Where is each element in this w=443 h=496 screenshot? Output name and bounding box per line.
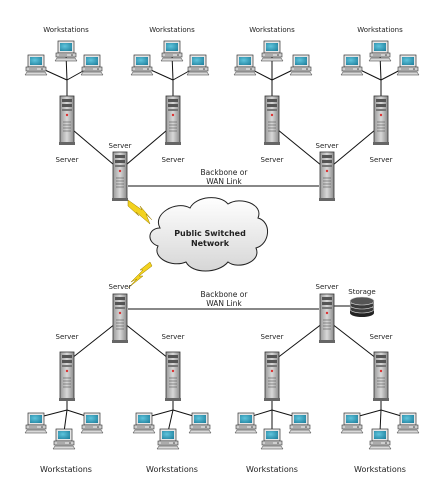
- label-workstations-bottom-1: Workstations: [40, 465, 92, 474]
- server-hub-bottom-left: [111, 293, 129, 344]
- label-server-bottom-4: Server: [370, 333, 393, 341]
- server-hub-top-right: [318, 151, 336, 202]
- workstation-cluster-top-3: [233, 40, 313, 76]
- label-server-top-3: Server: [261, 156, 284, 164]
- lightning-bolt-icon: [127, 261, 153, 289]
- label-workstations-top-3: Workstations: [249, 26, 295, 34]
- server-bottom-4: [372, 351, 390, 402]
- workstation-cluster-top-4: [340, 40, 420, 76]
- workstation-cluster-top-1: [24, 40, 104, 76]
- label-server-bottom-1: Server: [56, 333, 79, 341]
- label-server-top-4: Server: [370, 156, 393, 164]
- label-backbone-top-line1: Backbone or: [201, 168, 249, 177]
- server-hub-bottom-right: [318, 293, 336, 344]
- label-workstations-bottom-4: Workstations: [354, 465, 406, 474]
- storage-icon: [349, 296, 375, 317]
- server-top-1: [58, 95, 76, 146]
- server-bottom-1: [58, 351, 76, 402]
- workstation-cluster-top-2: [130, 40, 210, 76]
- server-hub-top-left: [111, 151, 129, 202]
- label-backbone-top-line2: WAN Link: [206, 177, 242, 186]
- label-server-hub-bottom-left: Server: [109, 283, 132, 291]
- lightning-bolt-icon: [127, 199, 153, 225]
- workstation-cluster-bottom-1: [24, 412, 104, 450]
- server-top-4: [372, 95, 390, 146]
- server-top-2: [164, 95, 182, 146]
- workstation-cluster-bottom-3: [234, 412, 312, 450]
- label-workstations-bottom-2: Workstations: [146, 465, 198, 474]
- label-network-line1: Public Switched: [174, 229, 246, 238]
- workstation-cluster-bottom-2: [132, 412, 212, 450]
- label-workstations-top-2: Workstations: [149, 26, 195, 34]
- server-bottom-2: [164, 351, 182, 402]
- label-server-hub-top-right: Server: [316, 142, 339, 150]
- server-top-3: [263, 95, 281, 146]
- server-bottom-3: [263, 351, 281, 402]
- label-server-hub-bottom-right: Server: [316, 283, 339, 291]
- label-server-top-2: Server: [162, 156, 185, 164]
- label-server-bottom-2: Server: [162, 333, 185, 341]
- label-storage: Storage: [348, 288, 375, 296]
- label-workstations-top-1: Workstations: [43, 26, 89, 34]
- public-switched-network-cloud: [149, 197, 268, 272]
- label-server-top-1: Server: [56, 156, 79, 164]
- workstation-cluster-bottom-4: [340, 412, 420, 450]
- label-backbone-bottom-line1: Backbone or: [201, 290, 249, 299]
- label-network-line2: Network: [191, 239, 230, 248]
- label-workstations-top-4: Workstations: [357, 26, 403, 34]
- label-workstations-bottom-3: Workstations: [246, 465, 298, 474]
- label-server-bottom-3: Server: [261, 333, 284, 341]
- label-server-hub-top-left: Server: [109, 142, 132, 150]
- label-backbone-bottom-line2: WAN Link: [206, 299, 242, 308]
